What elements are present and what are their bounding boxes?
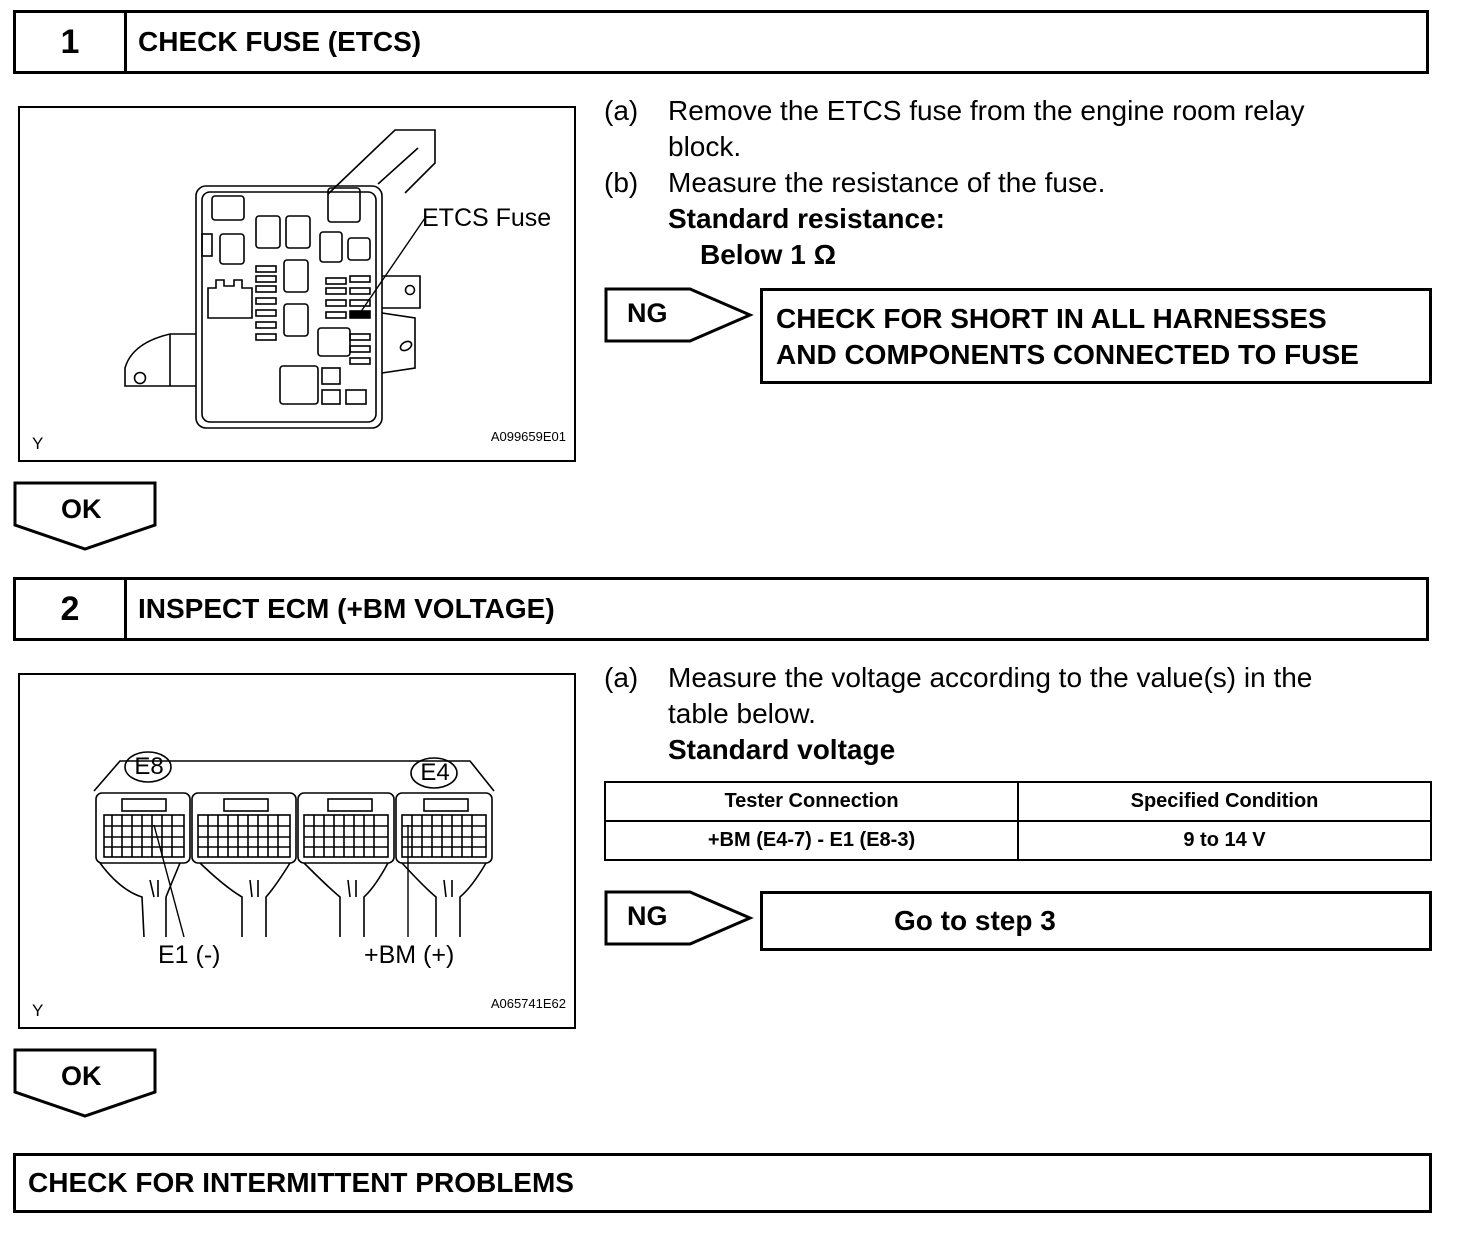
ok-arrow-icon [13, 1048, 157, 1118]
relay-block-diagram [124, 129, 436, 429]
step-title: INSPECT ECM (+BM VOLTAGE) [138, 593, 555, 624]
ng-arrow-icon [604, 890, 754, 946]
ecm-connector-illustration: E8 E4 E1 (-) +BM (+) Y A065741E62 [18, 673, 576, 1029]
instruction-marker-b: (b) [604, 167, 639, 198]
table-header-row: Tester Connection Specified Condition [604, 781, 1432, 822]
final-result-box: CHECK FOR INTERMITTENT PROBLEMS [13, 1153, 1432, 1213]
bm-terminal-label: +BM (+) [364, 941, 455, 969]
ng-result-box: Go to step 3 [760, 891, 1432, 951]
step-number: 1 [16, 13, 127, 71]
figure-code: A065741E62 [490, 996, 566, 1011]
instruction-a-line1: Remove the ETCS fuse from the engine roo… [668, 95, 1305, 126]
connector-e4-label: E4 [420, 759, 450, 786]
final-title: CHECK FOR INTERMITTENT PROBLEMS [28, 1167, 574, 1198]
ng-result-line2: AND COMPONENTS CONNECTED TO FUSE [776, 339, 1359, 370]
step-title: CHECK FUSE (ETCS) [138, 26, 422, 57]
instruction-marker-a: (a) [604, 662, 639, 693]
standard-resistance-value: Below 1 Ω [700, 239, 837, 270]
ecm-connector-diagram [93, 751, 495, 938]
table-row: +BM (E4-7) - E1 (E8-3) 9 to 14 V [604, 820, 1432, 861]
instruction-b-line1: Measure the resistance of the fuse. [668, 167, 1106, 198]
table-cell: +BM (E4-7) - E1 (E8-3) [604, 820, 1019, 861]
standard-voltage-label: Standard voltage [668, 734, 896, 765]
e1-terminal-label: E1 (-) [158, 941, 221, 969]
ng-arrow-icon [604, 287, 754, 343]
ok-arrow-icon [13, 481, 157, 551]
instruction-a-line2: block. [668, 131, 742, 162]
figure-code: A099659E01 [490, 429, 566, 444]
step-number: 2 [16, 580, 127, 638]
step-1-header: 1 CHECK FUSE (ETCS) [13, 10, 1429, 74]
instruction-a-line2: table below. [668, 698, 816, 729]
step-2-header: 2 INSPECT ECM (+BM VOLTAGE) [13, 577, 1429, 641]
specification-table: Tester Connection Specified Condition +B… [604, 781, 1432, 861]
ng-result-line1: CHECK FOR SHORT IN ALL HARNESSES [776, 303, 1327, 334]
standard-resistance-label: Standard resistance: [668, 203, 945, 234]
connector-e8-label: E8 [134, 753, 164, 780]
ng-label: NG [627, 298, 668, 328]
table-header: Specified Condition [1017, 781, 1432, 822]
table-cell: 9 to 14 V [1017, 820, 1432, 861]
figure-orientation-mark: Y [32, 1001, 44, 1020]
ng-label: NG [627, 901, 668, 931]
figure-orientation-mark: Y [32, 434, 44, 453]
etcs-fuse-callout: ETCS Fuse [422, 204, 552, 232]
ok-label: OK [61, 494, 102, 524]
ng-result-text: Go to step 3 [894, 905, 1056, 936]
ok-label: OK [61, 1061, 102, 1091]
instruction-marker-a: (a) [604, 95, 639, 126]
table-header: Tester Connection [604, 781, 1019, 822]
fuse-box-illustration: ETCS Fuse Y A099659E01 [18, 106, 576, 462]
instruction-a-line1: Measure the voltage according to the val… [668, 662, 1313, 693]
ng-result-box: CHECK FOR SHORT IN ALL HARNESSES AND COM… [760, 288, 1432, 384]
